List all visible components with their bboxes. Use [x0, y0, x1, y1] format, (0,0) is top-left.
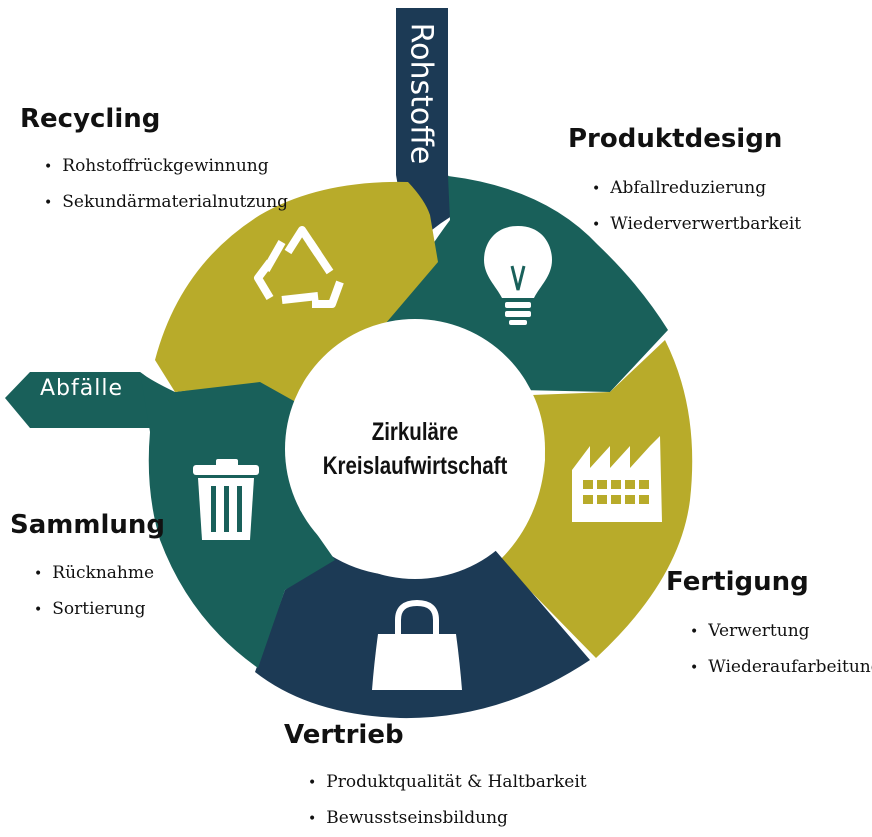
- recycling-heading: Recycling: [20, 104, 161, 134]
- shopping-bag-icon: [372, 599, 462, 690]
- rohstoffe-label-text: Rohstoffe: [403, 22, 439, 164]
- center-title-line1: Zirkuläre: [371, 418, 459, 446]
- fertigung-item: Wiederaufarbeitung: [690, 649, 872, 685]
- produktdesign-item: Wiederverwertbarkeit: [592, 206, 801, 242]
- sammlung-item: Rücknahme: [34, 555, 154, 591]
- sammlung-heading: Sammlung: [10, 510, 165, 540]
- sammlung-list: Rücknahme Sortierung: [34, 555, 154, 627]
- recycling-item: Sekundärmaterialnutzung: [44, 184, 288, 220]
- factory-icon: [572, 436, 662, 522]
- center-title: Zirkuläre Kreislaufwirtschaft: [309, 320, 521, 578]
- fertigung-list: Verwertung Wiederaufarbeitung: [690, 613, 872, 685]
- trash-bin-icon: [193, 459, 259, 540]
- sammlung-item: Sortierung: [34, 591, 154, 627]
- rohstoffe-arrow: [395, 8, 462, 240]
- vertrieb-item: Produktqualität & Haltbarkeit: [308, 764, 586, 800]
- fertigung-item: Verwertung: [690, 613, 872, 649]
- fertigung-heading: Fertigung: [666, 567, 809, 597]
- recycling-list: Rohstoffrückgewinnung Sekundärmaterialnu…: [44, 148, 288, 220]
- lightbulb-icon: [484, 226, 552, 325]
- center-disc: [285, 319, 545, 579]
- produktdesign-list: Abfallreduzierung Wiederverwertbarkeit: [592, 170, 801, 242]
- vertrieb-list: Produktqualität & Haltbarkeit Bewusstsei…: [308, 764, 587, 836]
- vertrieb-item: Bewusstseinsbildung: [308, 800, 587, 836]
- center-title-line2: Kreislaufwirtschaft: [322, 452, 508, 480]
- vertrieb-heading: Vertrieb: [284, 720, 404, 750]
- recycling-item: Rohstoffrückgewinnung: [44, 148, 288, 184]
- rohstoffe-label: Rohstoffe: [396, 8, 446, 178]
- abfaelle-label: Abfälle: [40, 376, 124, 401]
- abfaelle-arrow: [5, 372, 162, 428]
- produktdesign-heading: Produktdesign: [568, 124, 783, 154]
- produktdesign-item: Abfallreduzierung: [592, 170, 801, 206]
- recycle-icon: [254, 226, 344, 308]
